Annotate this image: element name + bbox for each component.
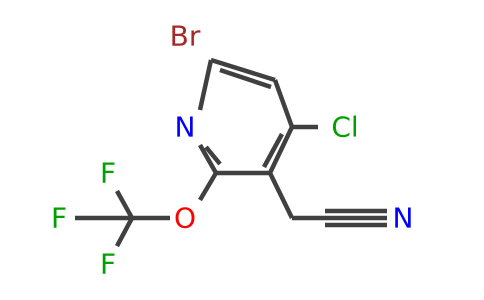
bond-n-c6: [198, 143, 218, 175]
double-bond-inner-ring-c2-c3: [219, 67, 272, 90]
double-bond-inner-ring-n-c6: [204, 145, 222, 166]
bond-cf3-f-top: [115, 189, 134, 220]
bond-c2-n: [197, 59, 214, 111]
fluorine-bottom-atom-label: F: [100, 248, 116, 281]
bromine-atom-label: Br: [170, 20, 201, 53]
ring-nitrogen-atom-label: N: [175, 111, 196, 144]
oxygen-atom-label: O: [174, 202, 196, 235]
bond-cf3-f-bottom: [115, 216, 134, 248]
chlorine-atom-label: Cl: [331, 111, 358, 144]
nitrile-nitrogen-atom-label: N: [393, 202, 414, 235]
bond-c3-c4: [272, 79, 295, 128]
double-bond-inner-ring-c4-c5: [262, 132, 284, 169]
bond-c2-c3: [210, 57, 276, 83]
fluorine-top-atom-label: F: [100, 157, 116, 190]
bond-layer: [75, 57, 387, 248]
fluorine-left-atom-label: F: [51, 202, 67, 235]
bond-c4-c5: [267, 126, 295, 174]
bond-c5-ch2: [267, 172, 295, 219]
bond-c6-o: [198, 171, 218, 202]
